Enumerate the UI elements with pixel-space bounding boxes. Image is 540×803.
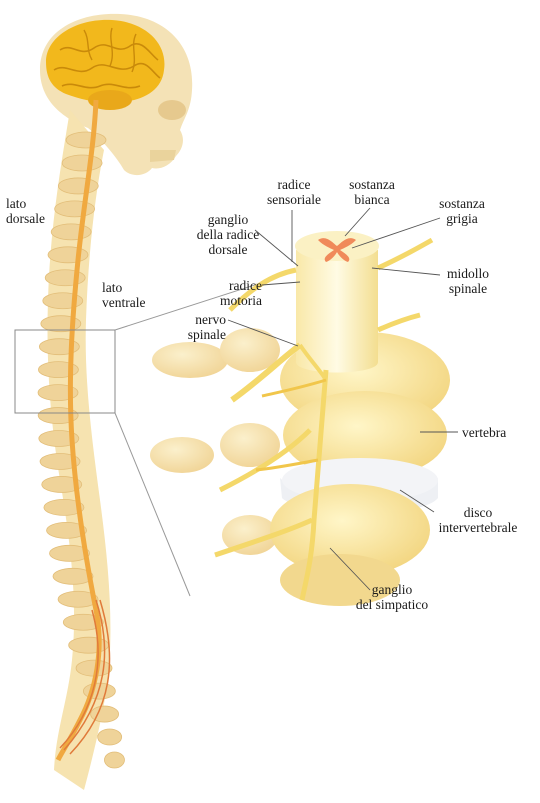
brain	[46, 19, 165, 110]
vertebra-left	[50, 223, 92, 241]
vertebra-left	[104, 751, 125, 769]
leader-lines	[227, 207, 458, 591]
vertebra-left	[49, 544, 90, 562]
label-vertebra: vertebra	[462, 425, 507, 440]
vertebra-left	[57, 177, 99, 195]
label-lato-dorsale: lato dorsale	[6, 196, 45, 226]
label-ganglio-radice-dorsale: ganglio della radice dorsale	[196, 212, 260, 257]
vertebra-left	[37, 407, 79, 424]
vertebra-left	[43, 499, 85, 516]
label-sostanza-grigia: sostanza grigia	[439, 196, 485, 226]
label-ganglio-simpatico: ganglio del simpatico	[355, 582, 429, 612]
vertebra-left	[62, 613, 104, 631]
vertebra-left	[52, 567, 94, 585]
label-radice-motoria: radice motoria	[220, 278, 262, 308]
vertebra-left	[39, 453, 81, 470]
vertebra-left	[47, 246, 89, 264]
vertebra-left	[90, 705, 120, 723]
vertebra-left	[54, 200, 96, 218]
vertebra-left	[65, 131, 107, 149]
vertebra-left	[41, 476, 83, 493]
vertebra-detail	[150, 231, 450, 606]
vertebra-left	[46, 521, 87, 539]
vertebra-left	[97, 728, 123, 746]
vertebra-left	[57, 590, 99, 608]
label-nervo-spinale: nervo spinale	[187, 312, 226, 342]
zoom-box	[14, 329, 116, 414]
label-disco-intervertebrale: disco intervertebrale	[438, 505, 518, 535]
label-lato-ventrale: lato ventrale	[102, 280, 146, 310]
vertebra-left	[61, 154, 103, 172]
vertebra-left	[38, 430, 80, 447]
spinal-cord-left	[55, 99, 102, 762]
vertebra-left	[37, 384, 79, 401]
label-midollo-spinale: midollo spinale	[446, 266, 489, 296]
label-sostanza-bianca: sostanza bianca	[349, 177, 395, 207]
label-radice-sensoriale: radice sensoriale	[267, 177, 321, 207]
vertebra-left	[68, 636, 110, 654]
